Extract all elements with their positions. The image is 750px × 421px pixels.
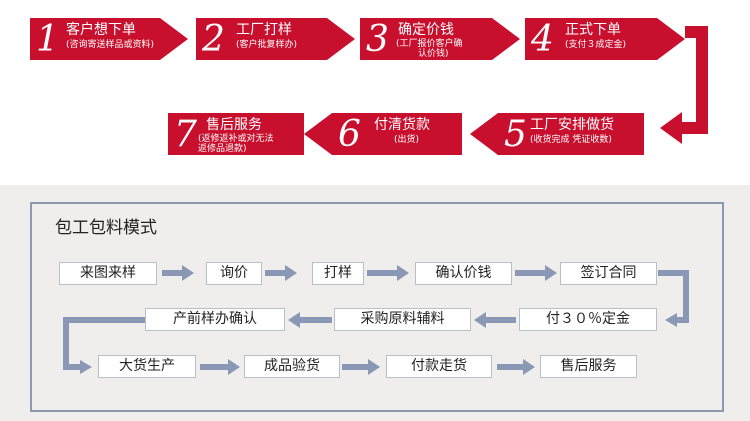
flow-box: 签订合同	[560, 262, 657, 285]
step-4: 4 正式下单 (支付３成定金)	[525, 18, 657, 60]
flow-box: 大货生产	[98, 355, 196, 378]
step-title: 工厂打样	[236, 22, 292, 38]
flow-box: 付３０％定金	[519, 308, 657, 331]
step-note: (支付３成定金)	[565, 40, 627, 50]
arrowhead-1-2	[160, 18, 188, 60]
mode-title: 包工包料模式	[55, 218, 157, 238]
step-note-line2: 认价钱)	[418, 49, 449, 59]
flow-box: 售后服务	[540, 355, 637, 378]
step-1: 1 客户想下单 (咨询寄送样品或资料)	[30, 18, 160, 60]
arrowhead-3-4	[492, 18, 520, 60]
step-3: 3 确定价钱 (工厂报价客户确 认价钱)	[360, 18, 492, 60]
step-title: 付清货款	[374, 117, 430, 133]
step-2: 2 工厂打样 (客户批复样办)	[196, 18, 327, 60]
step-title: 确定价钱	[398, 22, 454, 38]
step-note: (出货)	[394, 135, 420, 145]
arrowhead-6-7	[304, 113, 332, 155]
arrowhead-2-3	[327, 18, 355, 60]
flow-box: 成品验货	[244, 355, 340, 378]
step-title: 工厂安排做货	[530, 117, 614, 133]
step-note-line1: (返修返补或对无法	[198, 134, 274, 144]
flow-box: 来图来样	[59, 262, 157, 285]
arrowhead-elbow-5	[660, 112, 682, 144]
step-number: 2	[202, 19, 225, 60]
step-title: 客户想下单	[66, 22, 136, 38]
step-title: 售后服务	[206, 117, 262, 133]
step-number: 5	[504, 114, 527, 155]
step-7: 7 售后服务 (返修返补或对无法 返修品退款)	[168, 113, 304, 155]
step-number: 7	[174, 114, 197, 155]
flow-box: 付款走货	[386, 355, 492, 378]
step-5: 5 工厂安排做货 (收货完成 凭证收数)	[498, 113, 644, 155]
flow-box: 确认价钱	[415, 262, 512, 285]
step-number: 1	[36, 19, 59, 60]
arrowhead-5-6	[470, 113, 498, 155]
flow-box: 打样	[312, 262, 364, 285]
step-note: (咨询寄送样品或资料)	[66, 40, 155, 50]
process-connectors	[160, 18, 708, 155]
step-number: 3	[366, 19, 389, 60]
step-6: 6 付清货款 (出货)	[332, 113, 462, 155]
flow-box: 产前样办确认	[145, 308, 285, 331]
arrowhead-4-elbow	[657, 18, 685, 60]
step-number: 4	[531, 19, 554, 60]
elbow-connector	[676, 26, 708, 134]
flow-box: 采购原料辅料	[334, 308, 471, 331]
flow-box: 询价	[206, 262, 262, 285]
step-note: (收货完成 凭证收数)	[530, 135, 612, 145]
step-note-line2: 返修品退款)	[198, 144, 247, 154]
step-note: (客户批复样办)	[236, 40, 298, 50]
step-note-line1: (工厂报价客户确	[396, 39, 463, 49]
step-number: 6	[338, 114, 361, 155]
step-title: 正式下单	[565, 22, 621, 38]
